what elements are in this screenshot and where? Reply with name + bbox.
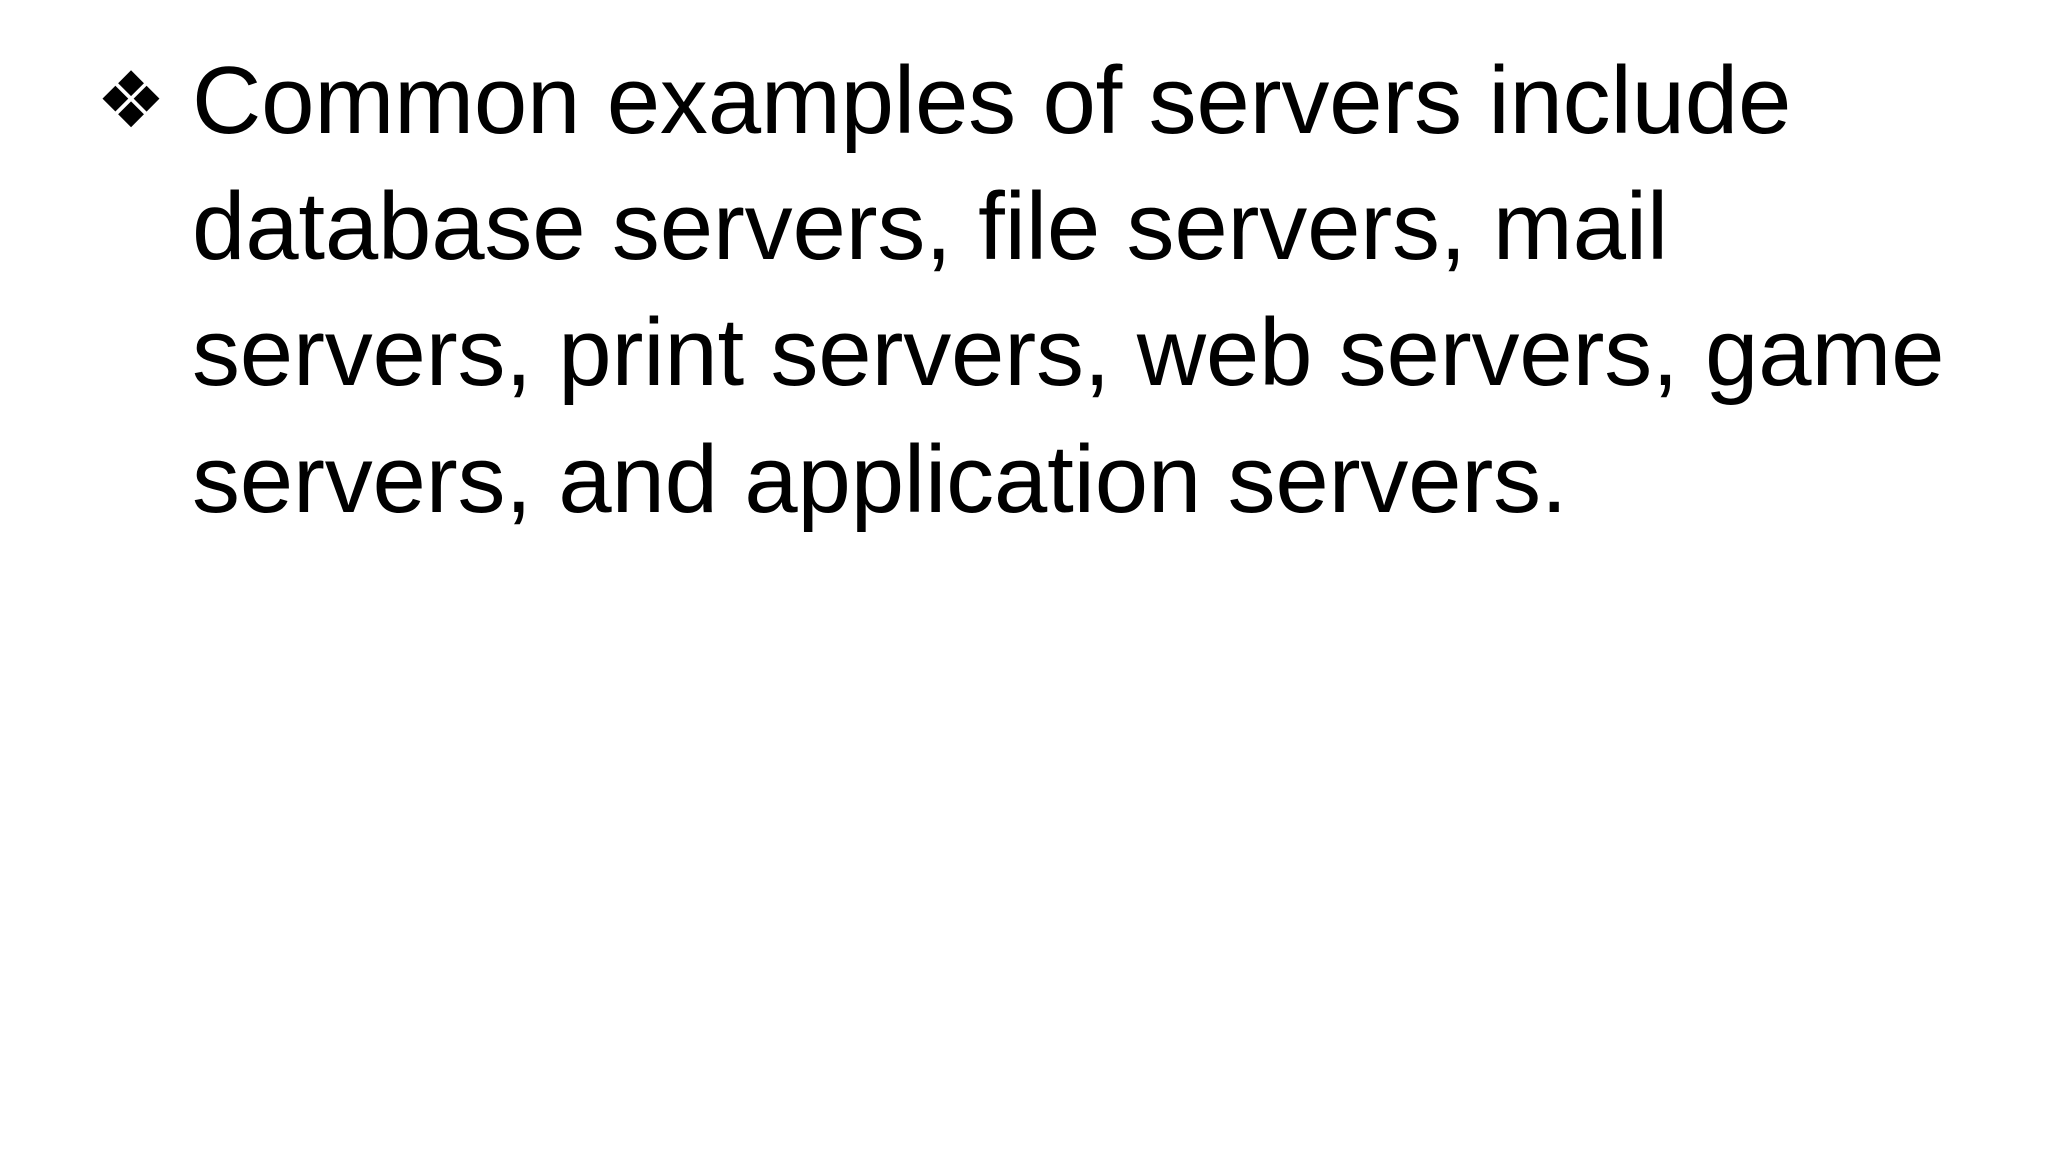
bulleted-paragraph[interactable]: ❖ Common examples of servers include dat… <box>96 38 1966 543</box>
paragraph-text: Common examples of servers include datab… <box>192 47 1945 533</box>
diamond-bullet-icon: ❖ <box>96 56 166 146</box>
slide-body-placeholder[interactable]: ❖ Common examples of servers include dat… <box>96 38 1966 543</box>
